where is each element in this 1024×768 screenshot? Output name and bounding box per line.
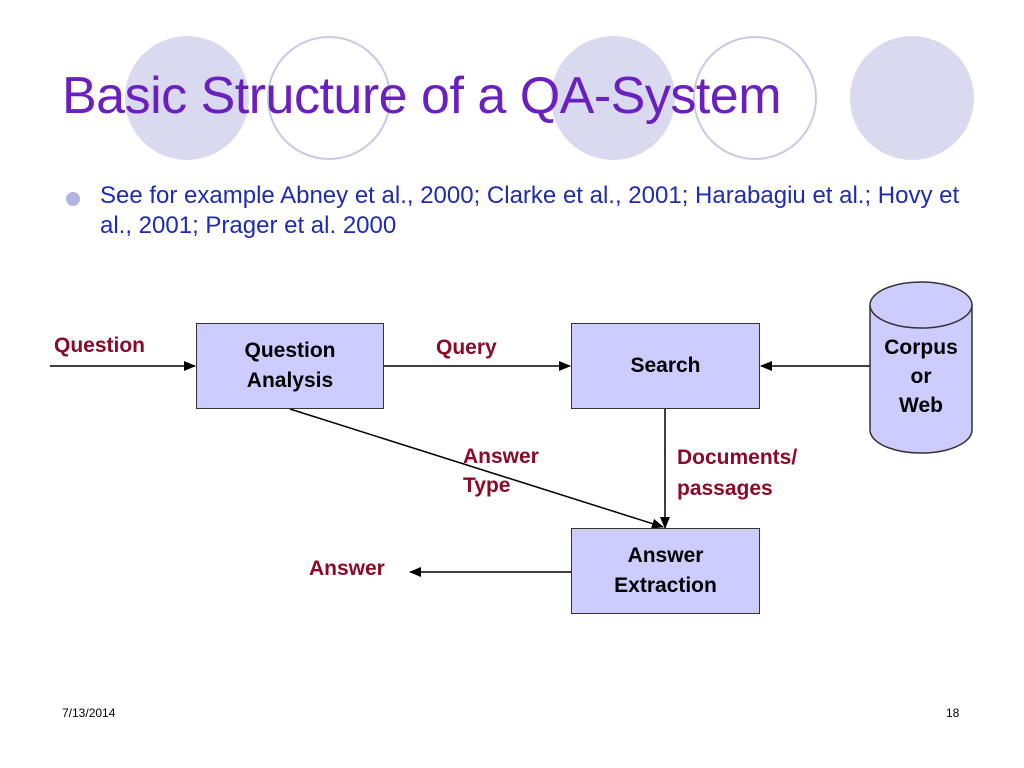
answer-type-arrow (289, 408, 664, 529)
search-label: Search (630, 354, 701, 377)
answer-label: Answer (309, 557, 385, 580)
decorative-circle (551, 36, 675, 160)
decorative-ring (693, 36, 817, 160)
query-label: Query (436, 336, 497, 359)
question-analysis-box: Question Analysis (196, 323, 384, 409)
documents-label: Documents/ passages (677, 446, 798, 500)
footer-date: 7/13/2014 (62, 706, 116, 720)
answer-extraction-label: Answer Extraction (614, 544, 717, 597)
decorative-circle (850, 36, 974, 160)
corpus-label: Corpus or Web (884, 336, 958, 417)
answer-extraction-box: Answer Extraction (571, 528, 760, 614)
bullet-dot-icon (66, 192, 80, 206)
decorative-ring (267, 36, 391, 160)
search-box: Search (571, 323, 760, 409)
answer-type-label: Answer Type (463, 445, 539, 497)
decorative-circle (125, 36, 249, 160)
page-number: 18 (946, 706, 960, 720)
question-analysis-label: Question Analysis (244, 339, 336, 392)
bullet-text: See for example Abney et al., 2000; Clar… (100, 182, 960, 239)
question-label: Question (54, 334, 146, 357)
slide-title: Basic Structure of a QA-System (62, 67, 782, 125)
corpus-cylinder (869, 281, 973, 454)
